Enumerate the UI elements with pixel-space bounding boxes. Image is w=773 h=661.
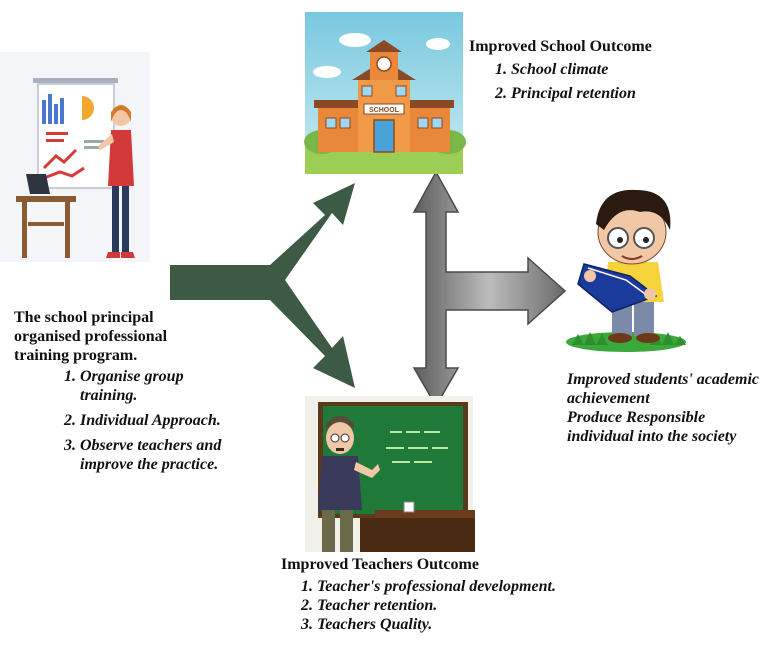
principal-list: Organise group training. Individual Appr… [14, 367, 224, 474]
teacher-chalkboard-illustration [305, 396, 475, 552]
school-outcome-heading: Improved School Outcome [469, 38, 652, 55]
teacher-outcome-heading: Improved Teachers Outcome [281, 556, 479, 573]
principal-item: Observe teachers and improve the practic… [80, 436, 224, 474]
school-outcome-item: Principal retention [511, 82, 652, 106]
principal-item: Individual Approach. [80, 411, 224, 430]
school-outcome-block: Improved School Outcome School climate P… [469, 38, 652, 106]
teacher-outcome-item: Teacher retention. [317, 596, 556, 615]
teacher-outcome-block: Improved Teachers Outcome Teacher's prof… [281, 556, 556, 634]
teacher-outcome-item: Teacher's professional development. [317, 577, 556, 596]
principal-block: The school principal organised professio… [14, 308, 224, 480]
student-outcome-line: Produce Responsible individual into the … [567, 409, 737, 445]
green-branch-arrow [170, 183, 355, 388]
teacher-outcome-list: Teacher's professional development. Teac… [281, 577, 556, 634]
principal-item: Organise group training. [80, 367, 224, 405]
presentation-illustration [0, 52, 150, 262]
student-reading-illustration [566, 189, 686, 352]
school-outcome-item: School climate [511, 58, 652, 82]
teacher-outcome-item: Teachers Quality. [317, 615, 556, 634]
principal-heading: The school principal organised professio… [14, 309, 168, 364]
school-illustration: SCHOOL [304, 12, 466, 174]
school-outcome-list: School climate Principal retention [469, 58, 652, 106]
student-outcome-line: Improved students' academic achievement [567, 371, 759, 407]
school-sign: SCHOOL [369, 107, 400, 114]
gray-double-arrow [412, 170, 567, 408]
student-outcome-block: Improved students' academic achievement … [567, 370, 773, 446]
